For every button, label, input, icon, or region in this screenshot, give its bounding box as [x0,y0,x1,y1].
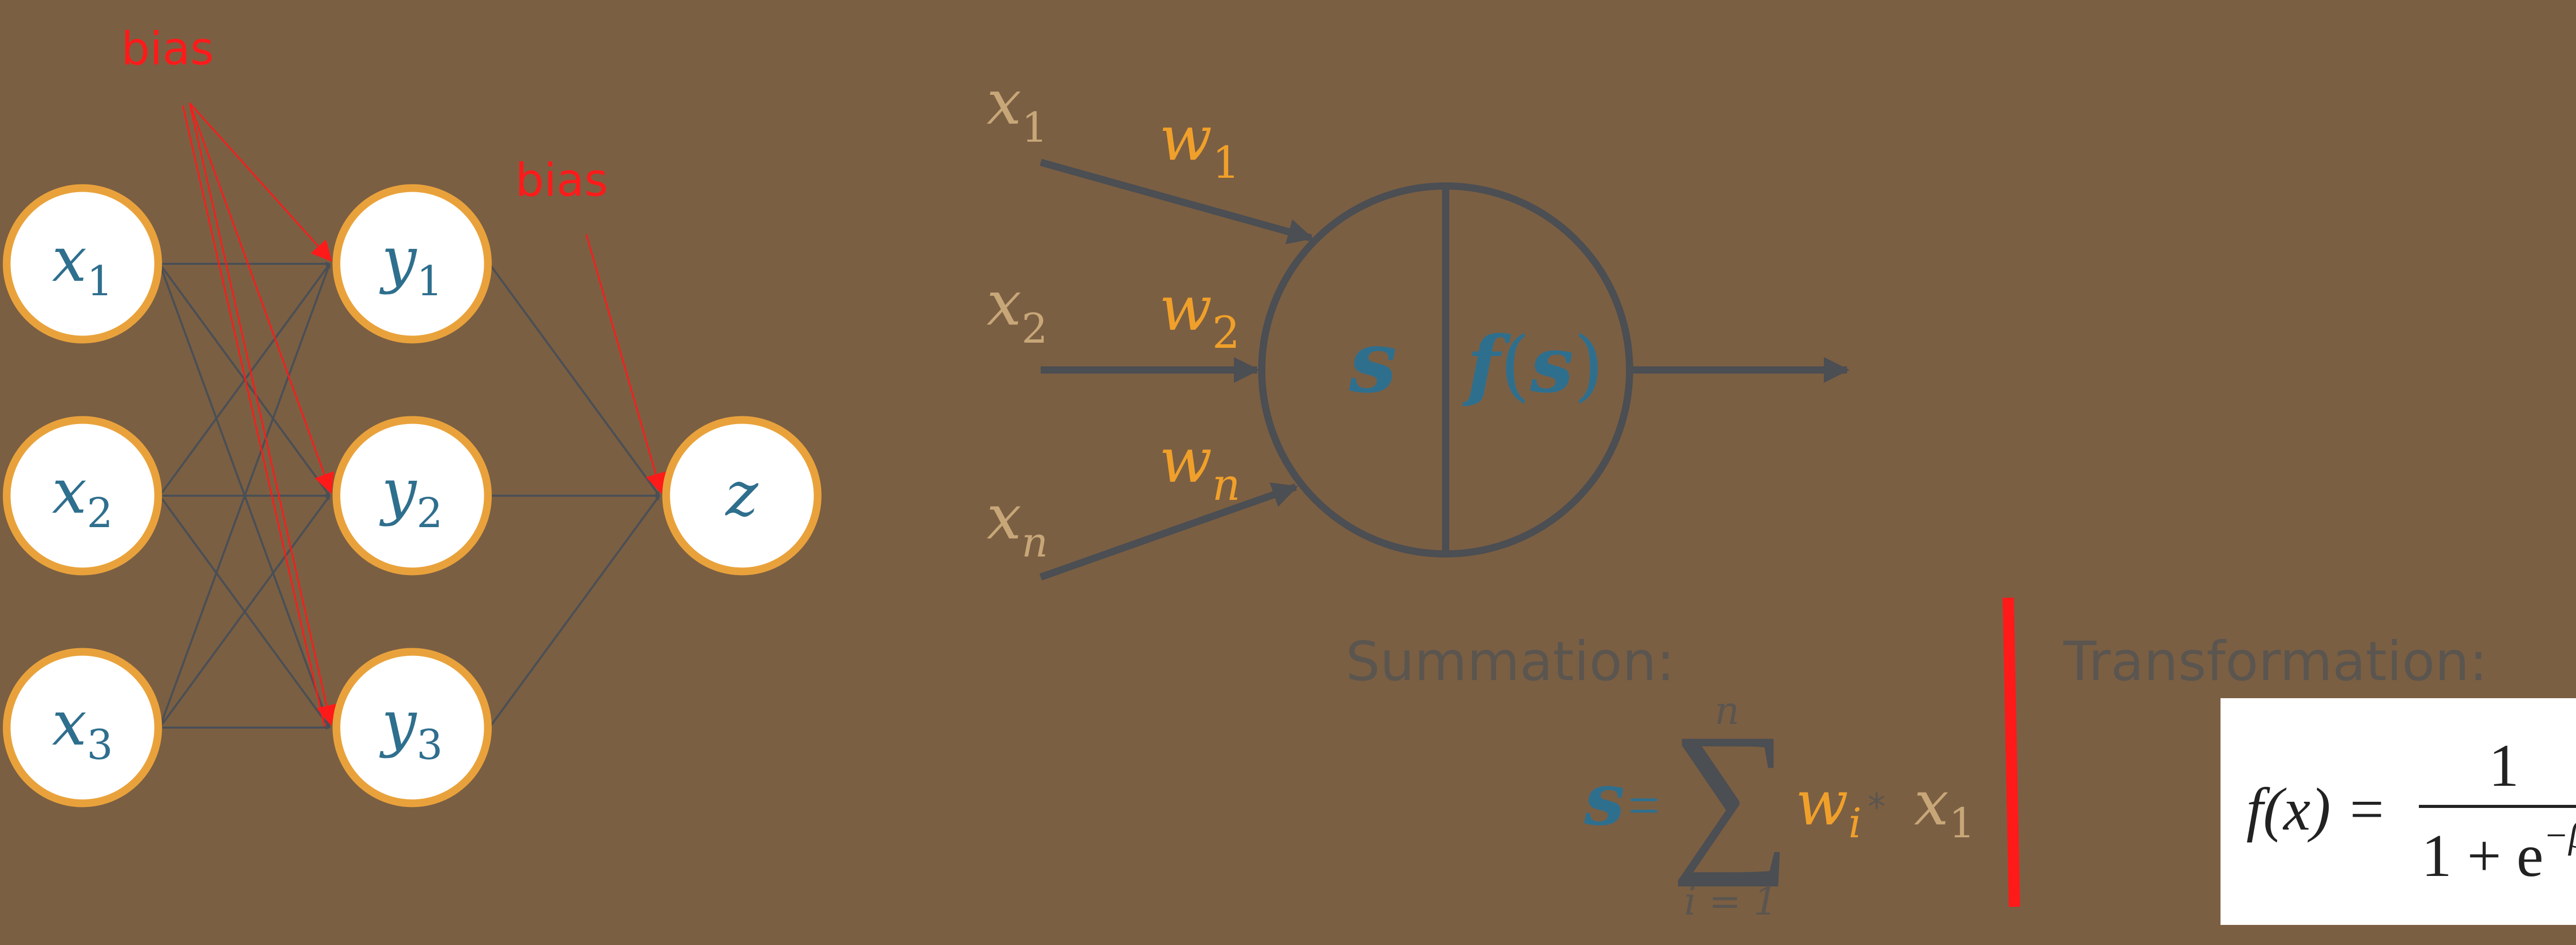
sum-lhs: s [1584,757,1625,842]
edge-y3-z [488,495,660,729]
node-var: y [379,456,418,528]
sum-times: * [1868,786,1886,828]
bias-arrow-y1 [189,102,332,262]
edge-y1-z [488,263,660,497]
node-sub: 3 [416,721,443,769]
node-var: x [52,456,87,528]
node-sub: 2 [87,489,113,537]
node-var: x [52,688,87,760]
edge-x3-y2 [159,495,331,729]
node-sub: 1 [416,257,443,305]
node-sub: 3 [87,721,113,769]
input-node-x2: x2 [3,416,162,576]
node-var: y [379,688,418,760]
node-var: z [724,459,758,530]
output-node-z: z [662,416,822,576]
neuron-weight-w2: w2 [1159,273,1240,359]
node-sub: 1 [87,257,113,305]
svg-text:x1: x1 [52,224,113,305]
summation-formula: s = ∑ n i = 1 wi * x1 [1584,688,1975,924]
sum-lower: i = 1 [1684,879,1778,924]
neuron-input-x1: x1 [987,67,1048,151]
sum-input: x1 [1914,768,1975,847]
svg-text:x2: x2 [52,456,113,537]
edge-x3-y1 [159,263,331,728]
svg-text:y1: y1 [379,224,443,305]
transformation-label: Transformation: [2063,630,2487,693]
neuron-inputs: x1 x2 xn w1 w2 wn [987,67,1850,581]
neuron-input-arrow-1 [1040,159,1314,244]
neuron-weight-wn: wn [1159,425,1240,511]
bias-arrow-y2 [189,103,334,494]
section-divider [2003,597,2020,907]
input-node-x3: x3 [3,648,162,807]
neuron-activation-label: f(s) [1462,319,1604,410]
transform-denominator: 1 + e−βx [2421,815,2576,889]
neuron-body: s f(s) [1258,182,1633,558]
network-edges [159,261,660,730]
transformation-formula-box: f(x) = 1 1 + e−βx [2221,698,2576,925]
sum-upper: n [1715,688,1739,733]
bias-label-output: bias [515,154,608,207]
hidden-node-y3: y3 [332,648,492,807]
neuron-weight-w1: w1 [1159,103,1240,189]
bias-arrow-z [585,234,666,494]
svg-text:y3: y3 [379,688,443,769]
input-node-x1: x1 [3,184,162,344]
hidden-node-y1: y1 [332,184,492,344]
sum-sigma: ∑ [1670,699,1791,887]
transform-numerator: 1 [2489,732,2519,799]
svg-text:x3: x3 [52,688,113,769]
bias-arrow-y3b [182,105,326,727]
sum-weight: wi [1795,768,1861,847]
bias-arrows [182,102,666,727]
neuron-input-x2: x2 [987,268,1048,352]
neuron-sum-label: s [1349,312,1397,412]
bias-arrow-y3 [189,103,337,726]
node-sub: 2 [416,489,443,537]
sum-equals: = [1628,774,1660,837]
bias-label-hidden: bias [121,22,214,75]
node-var: y [379,224,418,296]
hidden-node-y2: y2 [332,416,492,576]
transform-lhs: f(x) = [2246,775,2387,843]
neuron-input-arrow-n [1039,482,1298,581]
summation-label: Summation: [1346,630,1675,693]
neuron-input-xn: xn [987,482,1048,566]
node-var: x [52,224,87,296]
svg-text:y2: y2 [379,456,443,537]
